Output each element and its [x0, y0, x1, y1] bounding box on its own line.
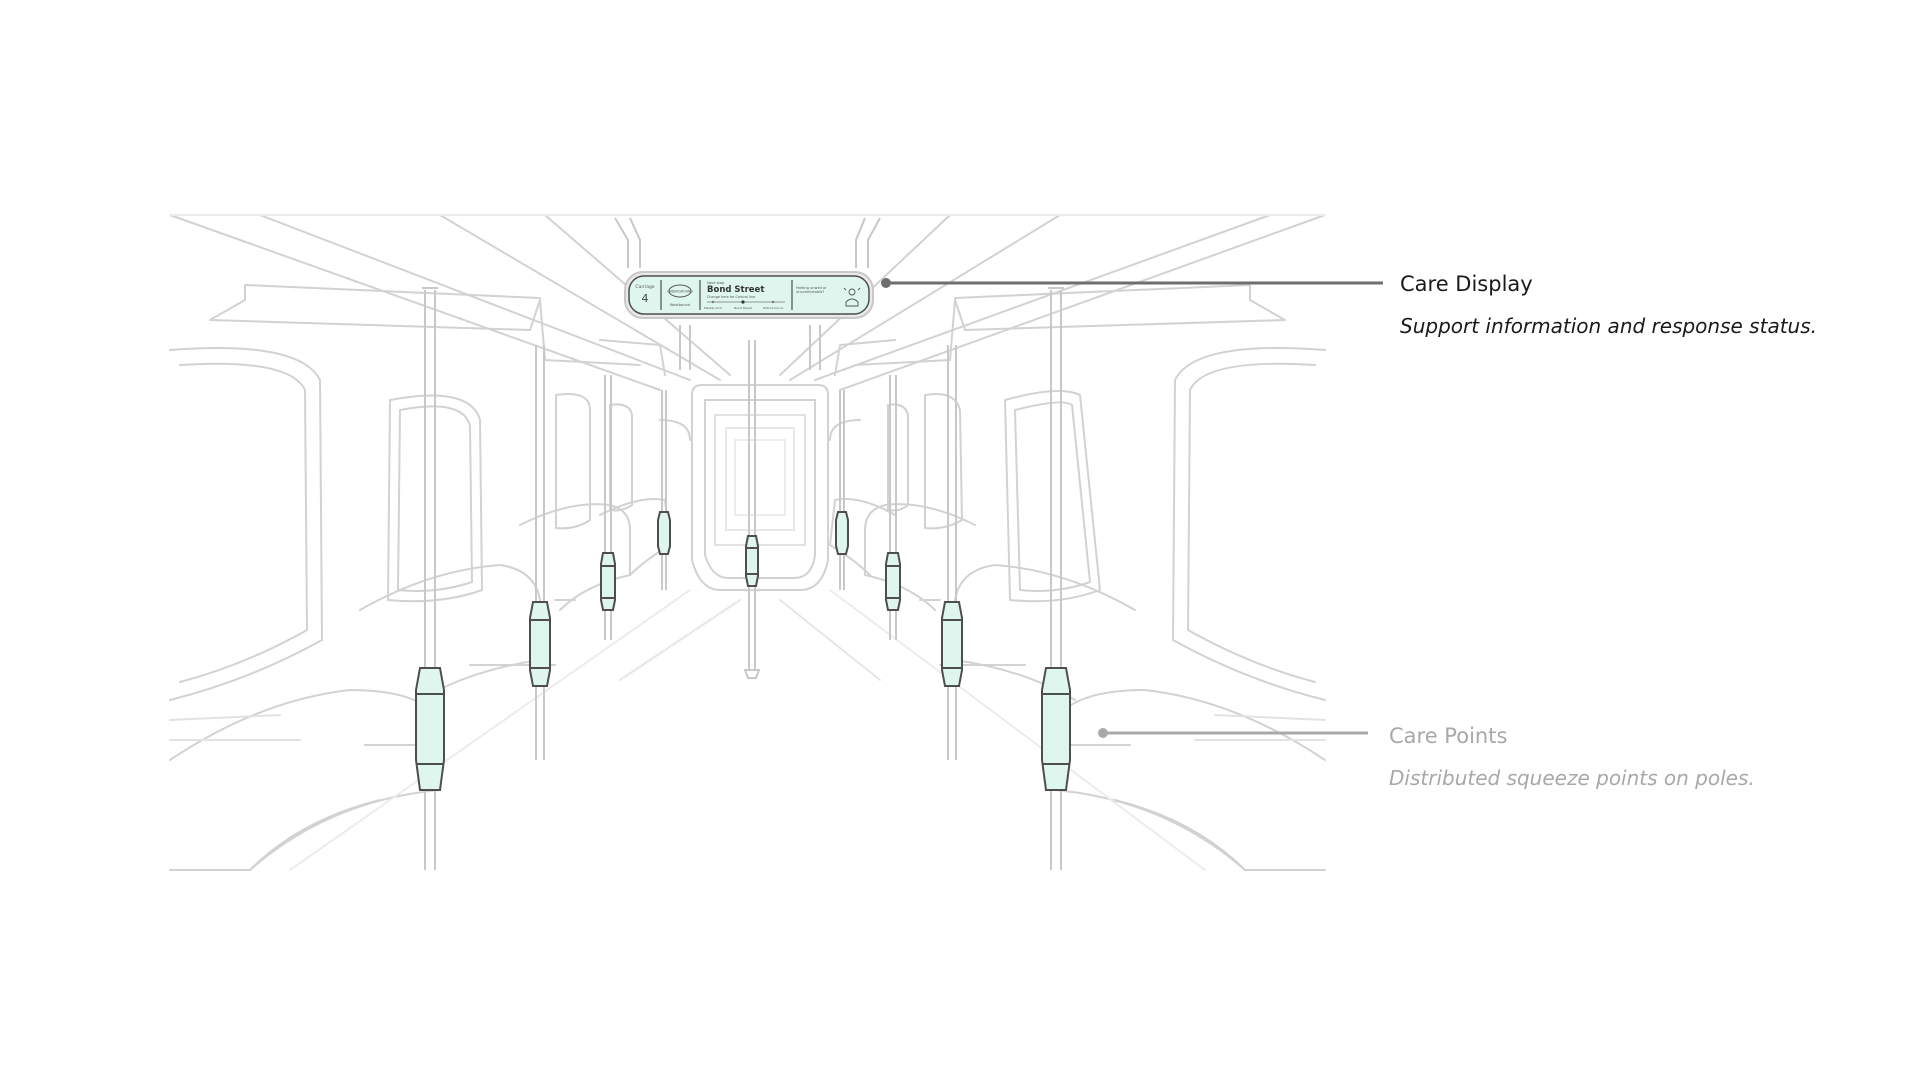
care-point-grip [835, 511, 849, 555]
care-display-title: Care Display [1400, 272, 1533, 296]
care-status-icon [843, 287, 861, 307]
care-point-grip [745, 535, 759, 587]
care-point-grip [415, 667, 445, 791]
carriage-label: Carriage [635, 284, 654, 290]
route-stop-marker [711, 300, 715, 304]
care-points [415, 511, 1071, 791]
leader-dot [1098, 728, 1108, 738]
vertical-poles [422, 217, 1064, 870]
care-point-grip [657, 511, 671, 555]
care-points-annotation: Care Points Distributed squeeze points o… [1389, 722, 1755, 792]
route-stop-label: Bond Street [734, 306, 753, 310]
line-badge: UNDERGROUND [667, 290, 693, 294]
status-text-wrap: Feeling unwell or uncomfortable? [796, 286, 827, 295]
status-text: Feeling unwell or uncomfortable? [796, 286, 827, 295]
station-interchange: Change here for Central line [707, 295, 755, 299]
care-point-grip [1041, 667, 1071, 791]
station-name: Bond Street [707, 285, 764, 295]
route-stop-label: Marble Arch [704, 306, 722, 310]
station-caption: Next stop [707, 281, 725, 285]
roundel-icon [668, 284, 692, 298]
train-line-art [169, 214, 1326, 871]
care-display-annotation: Care Display Support information and res… [1400, 270, 1817, 340]
care-point-grip [600, 552, 616, 611]
leader-dot [881, 278, 891, 288]
care-point-grip [529, 601, 551, 687]
care-points-title: Care Points [1389, 724, 1508, 748]
route-stop-marker [771, 300, 775, 304]
care-point-grip [941, 601, 963, 687]
care-point-grip [885, 552, 901, 611]
line-direction: Westbound [670, 303, 690, 307]
route-stop-label: Oxford Circus [763, 306, 784, 310]
care-display-leader [881, 278, 1383, 288]
carriage-number: 4 [642, 292, 649, 305]
care-points-description: Distributed squeeze points on poles. [1389, 766, 1755, 790]
care-points-leader [1098, 728, 1368, 738]
care-display-description: Support information and response status. [1400, 314, 1817, 338]
care-display-panel: Carriage 4 UNDERGROUND Westbound Next st… [624, 271, 874, 319]
route-stop-marker [741, 300, 745, 304]
